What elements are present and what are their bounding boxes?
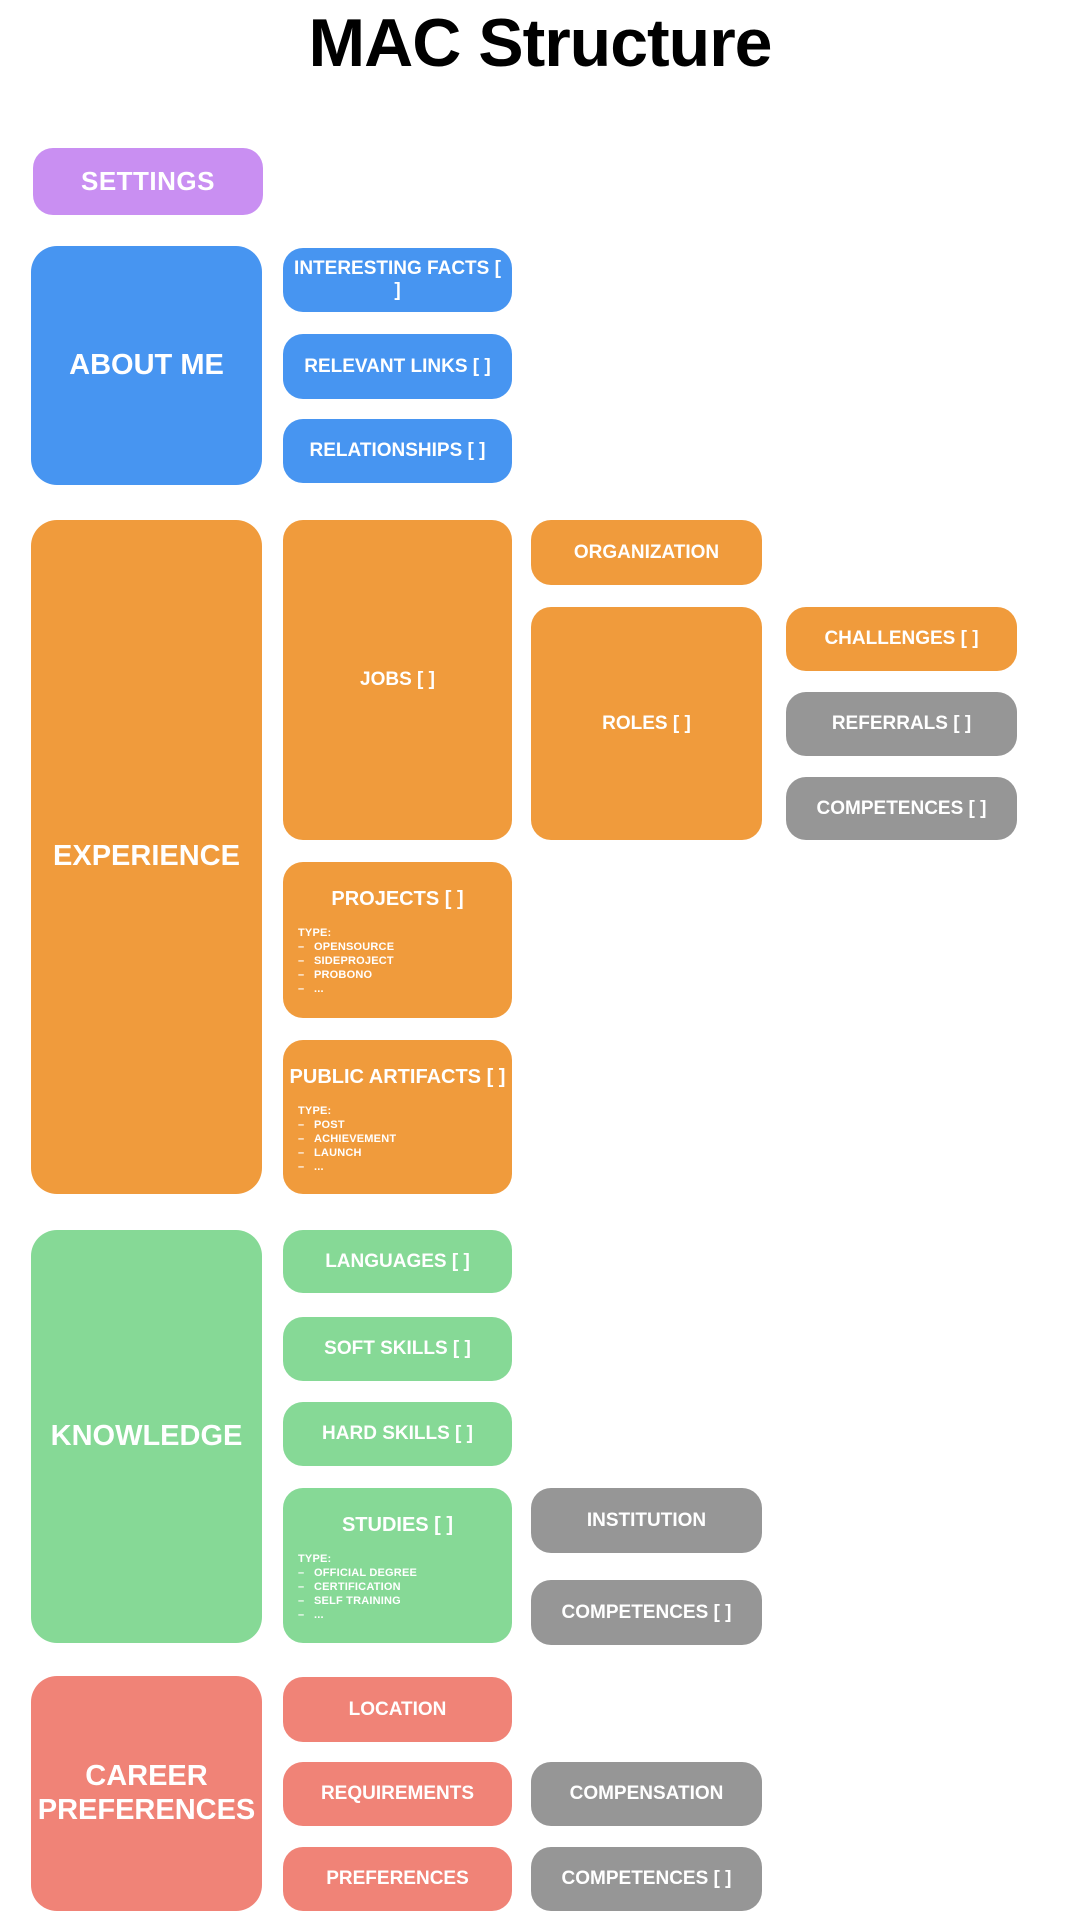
list-item: –LAUNCH [298,1147,502,1161]
hard-skills-node: HARD SKILLS [ ] [283,1402,512,1466]
relevant-links-node: RELEVANT LINKS [ ] [283,334,512,399]
organization-label: ORGANIZATION [573,541,720,563]
type-heading: TYPE: [298,1553,332,1565]
list-dash: – [298,1161,305,1173]
languages-node: LANGUAGES [ ] [283,1230,512,1293]
list-item: –SELF TRAINING [298,1595,502,1609]
list-dash: – [298,983,305,995]
challenges-node: CHALLENGES [ ] [786,607,1017,671]
roles-label: ROLES [ ] [602,712,691,734]
referrals-label: REFERRALS [ ] [831,713,972,734]
relationships-label: RELATIONSHIPS [ ] [309,440,486,461]
knowledge-label: KNOWLEDGE [50,1419,243,1452]
page-title: MAC Structure [308,5,772,81]
compensation-node: COMPENSATION [531,1762,762,1826]
list-dash: – [298,1609,305,1621]
location-label: LOCATION [348,1698,447,1720]
hard-skills-label: HARD SKILLS [ ] [322,1423,473,1444]
jobs-node: JOBS [ ] [283,520,512,840]
soft-skills-label: SOFT SKILLS [ ] [324,1338,471,1359]
list-dash: – [298,969,305,981]
projects-type-list: TYPE: –OPENSOURCE –SIDEPROJECT –PROBONO … [283,927,512,997]
studies-label: STUDIES [ ] [341,1514,454,1536]
location-node: LOCATION [283,1677,512,1742]
list-dash: – [298,1581,305,1593]
list-item-text: ... [314,1609,324,1621]
requirements-label: REQUIREMENTS [320,1783,475,1804]
organization-node: ORGANIZATION [531,520,762,585]
settings-label: SETTINGS [80,166,215,196]
about-me-node: ABOUT ME [31,246,262,485]
knowledge-competences-label: COMPETENCES [ ] [561,1601,732,1623]
type-heading: TYPE: [298,927,332,939]
list-dash: – [298,1147,305,1159]
list-item-text: ... [314,1161,324,1173]
list-item: –SIDEPROJECT [298,955,502,969]
challenges-label: CHALLENGES [ ] [824,628,979,649]
about-me-label: ABOUT ME [69,348,224,381]
public-artifacts-type-list: TYPE: –POST –ACHIEVEMENT –LAUNCH –... [283,1105,512,1175]
preferences-node: PREFERENCES [283,1847,512,1911]
list-item-text: LAUNCH [314,1147,362,1159]
experience-competences-node: COMPETENCES [ ] [786,777,1017,840]
public-artifacts-label: PUBLIC ARTIFACTS [ ] [289,1066,506,1088]
list-item-text: OPENSOURCE [314,941,395,953]
jobs-label: JOBS [ ] [360,669,435,690]
soft-skills-node: SOFT SKILLS [ ] [283,1317,512,1381]
list-item: –OPENSOURCE [298,941,502,955]
knowledge-competences-node: COMPETENCES [ ] [531,1580,762,1645]
career-competences-label: COMPETENCES [ ] [561,1868,732,1889]
projects-node: PROJECTS [ ] TYPE: –OPENSOURCE –SIDEPROJ… [283,862,512,1018]
list-item-text: CERTIFICATION [314,1581,401,1593]
career-preferences-node: CAREER PREFERENCES [31,1676,262,1911]
compensation-label: COMPENSATION [569,1783,724,1804]
list-item-text: ACHIEVEMENT [314,1133,397,1145]
type-heading: TYPE: [298,1105,332,1117]
career-competences-node: COMPETENCES [ ] [531,1847,762,1911]
referrals-node: REFERRALS [ ] [786,692,1017,756]
experience-label: EXPERIENCE [53,840,240,873]
knowledge-node: KNOWLEDGE [31,1230,262,1643]
interesting-facts-node: INTERESTING FACTS [ ] [283,248,512,312]
list-item-text: POST [314,1119,345,1131]
experience-node: EXPERIENCE [31,520,262,1194]
roles-node: ROLES [ ] [531,607,762,840]
list-item: –PROBONO [298,969,502,983]
list-dash: – [298,941,305,953]
list-item-text: ... [314,983,324,995]
projects-label: PROJECTS [ ] [331,888,464,910]
list-item: –... [298,1161,502,1175]
list-item-text: OFFICIAL DEGREE [314,1567,418,1579]
list-item-text: SELF TRAINING [314,1595,401,1607]
list-item-text: SIDEPROJECT [314,955,394,967]
experience-competences-label: COMPETENCES [ ] [816,797,987,819]
relationships-node: RELATIONSHIPS [ ] [283,419,512,483]
institution-label: INSTITUTION [586,1509,707,1531]
interesting-facts-label: INTERESTING FACTS [ ] [294,258,501,301]
languages-label: LANGUAGES [ ] [325,1250,470,1272]
studies-type-list: TYPE: –OFFICIAL DEGREE –CERTIFICATION –S… [283,1553,512,1623]
requirements-node: REQUIREMENTS [283,1762,512,1826]
list-item: –ACHIEVEMENT [298,1133,502,1147]
list-item: –POST [298,1119,502,1133]
relevant-links-label: RELEVANT LINKS [ ] [304,355,491,377]
studies-node: STUDIES [ ] TYPE: –OFFICIAL DEGREE –CERT… [283,1488,512,1643]
list-item-text: PROBONO [314,969,373,981]
list-dash: – [298,1567,305,1579]
institution-node: INSTITUTION [531,1488,762,1553]
list-dash: – [298,1133,305,1145]
public-artifacts-node: PUBLIC ARTIFACTS [ ] TYPE: –POST –ACHIEV… [283,1040,512,1194]
settings-node: SETTINGS [33,148,263,215]
list-item: –... [298,1609,502,1623]
list-dash: – [298,955,305,967]
list-item: –OFFICIAL DEGREE [298,1567,502,1581]
list-dash: – [298,1595,305,1607]
list-item: –CERTIFICATION [298,1581,502,1595]
list-dash: – [298,1119,305,1131]
career-preferences-label: CAREER PREFERENCES [37,1760,256,1826]
preferences-label: PREFERENCES [326,1868,469,1889]
list-item: –... [298,983,502,997]
